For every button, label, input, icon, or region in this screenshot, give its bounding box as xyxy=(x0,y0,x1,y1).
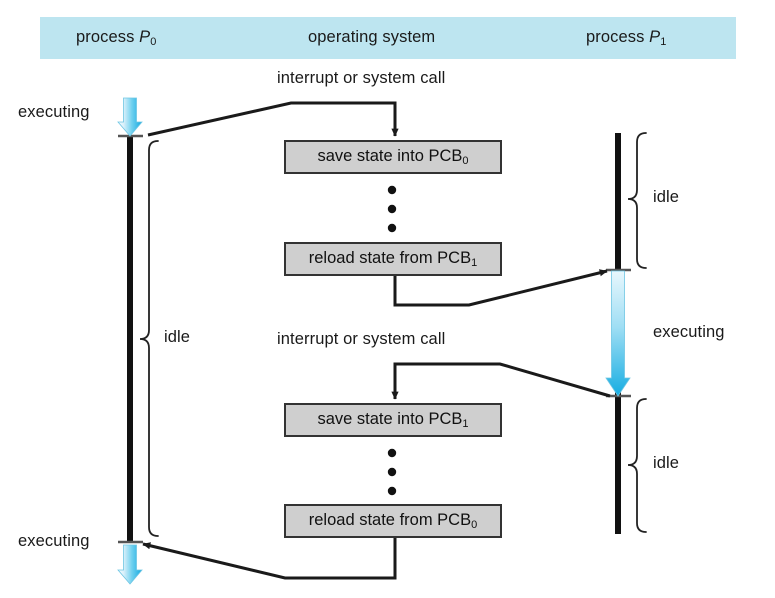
os-box-reload-0 xyxy=(284,504,502,538)
connector-p1-to-save1 xyxy=(391,362,611,400)
os-box-label-save-1: save state into PCB1 xyxy=(317,410,469,431)
p0-idle-brace xyxy=(139,140,159,537)
label-p0-idle: idle xyxy=(164,328,191,346)
os-box-save-0 xyxy=(284,140,502,174)
header-label-process-p1: process P1 xyxy=(586,28,667,49)
connector-p0-to-save0 xyxy=(147,101,399,137)
p0-executing-arrow-bottom xyxy=(117,544,143,585)
os-box-label-reload-1: reload state from PCB1 xyxy=(308,249,478,270)
ellipsis-upper xyxy=(387,185,397,233)
label-p1-idle-top: idle xyxy=(653,188,680,206)
connector-reload0-to-p0 xyxy=(142,538,397,580)
label-p1-idle-bottom: idle xyxy=(653,454,680,472)
label-p1-executing: executing xyxy=(653,323,725,341)
label-p0-executing-top: executing xyxy=(18,103,90,121)
p1-executing-arrow xyxy=(605,270,631,397)
p1-idle-brace-bottom xyxy=(627,398,647,533)
label-p0-executing-bottom: executing xyxy=(18,532,90,550)
annotation-interrupt-top: interrupt or system call xyxy=(277,69,446,87)
p1-idle-brace-top xyxy=(627,132,647,269)
os-box-label-save-0: save state into PCB0 xyxy=(317,147,469,168)
header-label-operating-system: operating system xyxy=(308,28,436,46)
header-label-process-p0: process P0 xyxy=(76,28,157,49)
os-box-label-reload-0: reload state from PCB0 xyxy=(308,511,478,532)
p0-executing-arrow-top xyxy=(117,97,143,137)
header-band xyxy=(40,17,736,59)
os-box-save-1 xyxy=(284,403,502,437)
os-box-reload-1 xyxy=(284,242,502,276)
ellipsis-lower xyxy=(387,448,397,496)
connector-reload1-to-p1 xyxy=(393,269,608,307)
annotation-interrupt-middle: interrupt or system call xyxy=(277,330,446,348)
